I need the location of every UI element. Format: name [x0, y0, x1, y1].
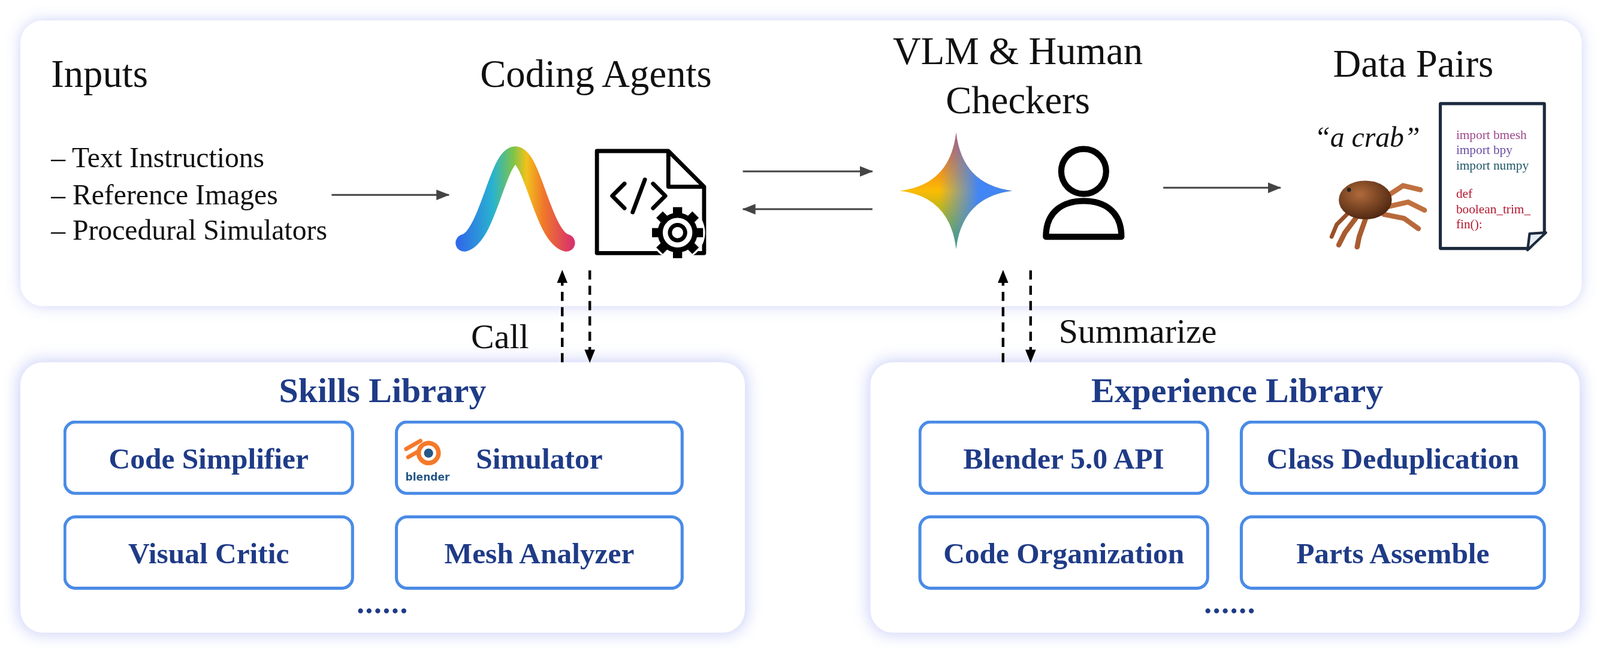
- flow-arrow: [1163, 186, 1281, 189]
- box-label: Blender 5.0 API: [963, 440, 1165, 476]
- prompt-text: “a crab”: [1314, 120, 1420, 156]
- gear-ring: [660, 215, 696, 250]
- agent-logo: [464, 155, 567, 243]
- star-shade: [900, 132, 1013, 249]
- gear-icon: [650, 204, 706, 261]
- blender-dot: [424, 448, 434, 458]
- ellipsis: ......: [20, 584, 745, 622]
- box-label: Code Simplifier: [109, 440, 309, 476]
- connector-layer: [331, 171, 1281, 362]
- gemini-star: [900, 132, 1013, 249]
- gear-tooth: [651, 228, 663, 238]
- library-title: Experience Library: [882, 370, 1592, 412]
- agent-logo-arch: [464, 155, 567, 243]
- code-line: import bpy: [1456, 142, 1513, 159]
- gear-tooth: [656, 240, 670, 255]
- crab-leg: [1357, 219, 1366, 247]
- box-label: Parts Assemble: [1296, 535, 1490, 570]
- person-icon: [1045, 149, 1122, 237]
- page-fold: [1527, 230, 1550, 253]
- dashed-arrow: [560, 270, 564, 362]
- code-document: import bmeshimport bpyimport numpy def bo…: [1438, 101, 1547, 250]
- stage-column: VLM & Human Checkers: [872, 28, 1164, 271]
- file-outline: [596, 151, 705, 253]
- gear-tooth: [656, 211, 670, 226]
- gear-hub: [669, 224, 686, 241]
- library-item-box: Parts Assemble: [1239, 515, 1547, 590]
- crab-leg: [1385, 201, 1425, 211]
- gear-backdrop: [650, 204, 706, 261]
- star-shape: [900, 132, 1013, 249]
- person-head: [1061, 149, 1107, 195]
- flow-arrow: [743, 208, 873, 211]
- fold-mask: [1527, 230, 1550, 253]
- library-item-box: Mesh Analyzer: [394, 515, 684, 590]
- box-label: Class Deduplication: [1266, 440, 1520, 476]
- edge-label: Call: [471, 316, 530, 358]
- person-body: [1045, 200, 1122, 237]
- top-panel: [20, 20, 1582, 307]
- list-item: – Text Instructions: [50, 139, 265, 177]
- crab-render: [1331, 180, 1425, 247]
- dashed-arrow: [1001, 270, 1005, 362]
- list-item: – Reference Images: [50, 176, 279, 213]
- box-label: Visual Critic: [128, 535, 289, 570]
- crab-eye: [1347, 187, 1352, 192]
- crab-leg: [1338, 216, 1358, 246]
- code-slash: [632, 179, 645, 213]
- code-bracket: [653, 183, 666, 209]
- heading: Coding Agents: [448, 49, 743, 99]
- crab-leg: [1331, 209, 1352, 237]
- file-fold: [668, 151, 705, 187]
- blender-ring: [416, 441, 442, 466]
- ellipsis: ......: [875, 584, 1585, 622]
- library-panel: Skills Library...... Code Simplifier Simul…: [20, 361, 745, 633]
- crab-leg: [1382, 185, 1421, 199]
- heading: Data Pairs: [1280, 38, 1547, 89]
- gear-tooth: [692, 228, 703, 238]
- gear-tooth: [672, 207, 682, 218]
- heading: Inputs: [50, 49, 149, 99]
- blender-logo: [406, 441, 442, 466]
- library-title: Skills Library: [20, 370, 745, 412]
- gear-tooth: [672, 248, 682, 259]
- code-line: import bmesh: [1456, 127, 1527, 144]
- heading: VLM & Human Checkers: [872, 26, 1164, 125]
- dashed-arrow: [1029, 270, 1032, 362]
- box-label: Simulator: [475, 440, 603, 476]
- blender-arm: [406, 441, 423, 458]
- list-item: – Procedural Simulators: [50, 212, 328, 249]
- library-item-box: Class Deduplication: [1239, 420, 1547, 495]
- stage-column: Data Pairs “a crab” import bmeshimport bpy…: [1280, 40, 1547, 271]
- library-item-box: Code Simplifier: [63, 420, 355, 495]
- flow-arrow: [743, 170, 873, 173]
- fold-corner: [1527, 232, 1547, 250]
- code-file-icon: [596, 151, 705, 261]
- gear-tooth: [684, 211, 699, 226]
- flow-arrow: [331, 194, 449, 196]
- crab-leg: [1383, 214, 1419, 229]
- library-item-box: Blender 5.0 API: [918, 420, 1210, 495]
- edge-label: Summarize: [1058, 311, 1218, 352]
- library-item-box: Visual Critic: [63, 515, 355, 590]
- box-label: Code Organization: [943, 535, 1185, 570]
- library-panel: Experience Library......Blender 5.0 APIC…: [870, 361, 1580, 633]
- stage-column: Coding Agents: [448, 46, 743, 271]
- gear-tooth: [684, 240, 699, 255]
- box-label: Mesh Analyzer: [444, 535, 635, 570]
- code-line: def boolean_trim_ fin():: [1456, 186, 1542, 234]
- blender-inner: [420, 445, 437, 461]
- library-item-box: Simulator: [394, 420, 684, 495]
- code-bracket: [612, 183, 625, 209]
- code-line: import numpy: [1456, 158, 1529, 174]
- dashed-arrow: [588, 270, 591, 362]
- logo-wordmark: blender: [405, 471, 451, 484]
- crab-body: [1338, 180, 1393, 220]
- library-item-box: Code Organization: [918, 515, 1210, 590]
- stage-column: Inputs – Text Instructions– Reference Ima…: [46, 46, 332, 251]
